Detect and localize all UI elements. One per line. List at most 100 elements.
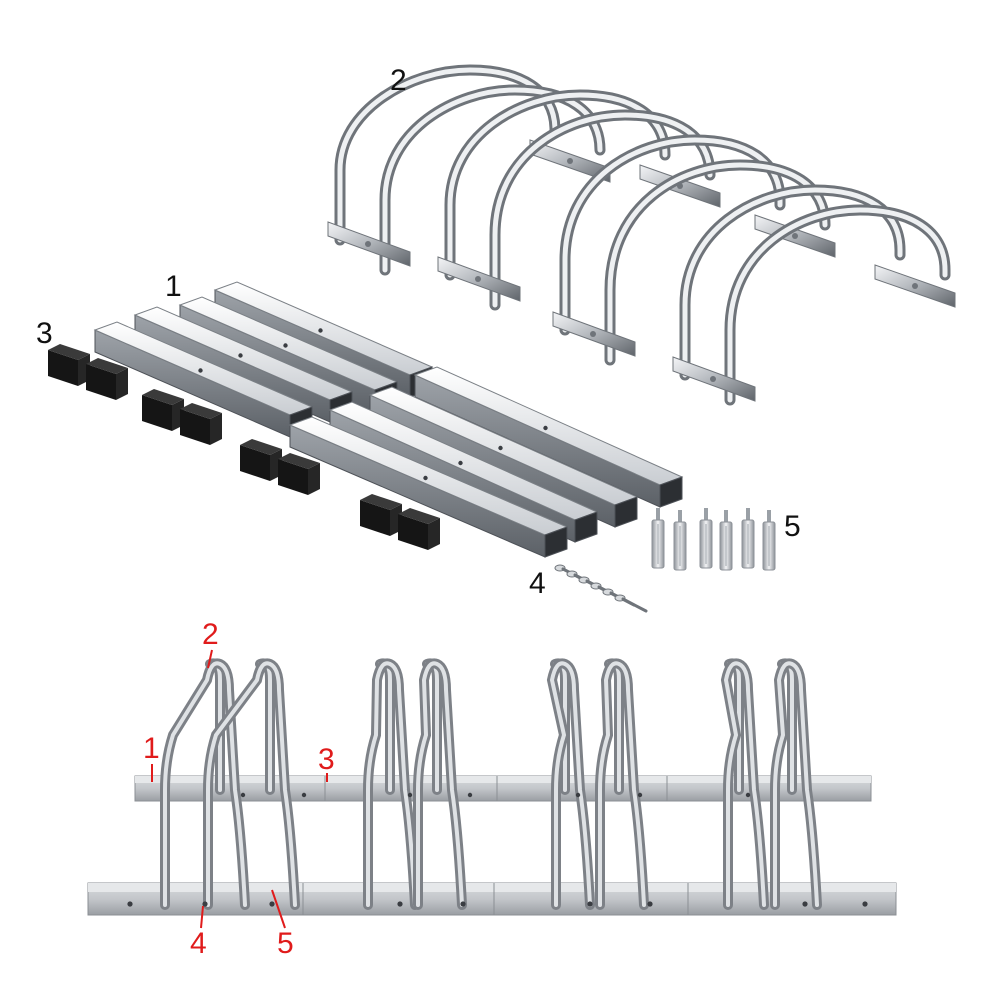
callout-connectors: 3	[36, 317, 53, 350]
connector-block	[398, 514, 428, 550]
connector-top	[142, 389, 184, 405]
connector-side	[210, 413, 222, 445]
rail-hole	[198, 368, 203, 373]
plate-hole	[590, 331, 596, 337]
connector-side	[308, 463, 320, 495]
rail-connector	[360, 494, 440, 550]
connector-top	[48, 344, 90, 360]
rail-end	[614, 496, 638, 528]
hoop-front-tube-highlight	[549, 661, 592, 907]
hoop-front-tube-highlight	[163, 661, 247, 907]
callout-rail-red: 1	[143, 732, 160, 765]
connector-top	[398, 508, 440, 524]
connector-top	[360, 494, 402, 510]
connector-block	[180, 409, 210, 445]
screw	[614, 594, 648, 613]
anchor-thread	[724, 510, 728, 522]
back-rail-hole	[575, 792, 581, 798]
connector-top	[278, 453, 320, 469]
front-rail-hole	[802, 901, 808, 907]
back-hoop-tubes	[205, 658, 797, 795]
rail-bolt-holes	[127, 792, 868, 907]
leader-anchor	[271, 889, 286, 929]
screws-group	[554, 564, 648, 613]
rail-end	[659, 476, 683, 508]
plate-hole	[912, 283, 918, 289]
front-hoop-tubes	[160, 658, 822, 910]
back-rail-hole	[467, 792, 473, 798]
rail-connectors-group	[48, 344, 440, 550]
front-rail-hole	[587, 901, 593, 907]
leader-hoop	[207, 649, 213, 669]
hoop-front-tube-highlight	[416, 661, 464, 907]
callout-anchors: 5	[784, 510, 801, 543]
back-rail-hole	[407, 792, 413, 798]
hoop-front-tube-highlight	[773, 661, 819, 907]
leader-screw	[200, 905, 204, 929]
connector-block	[48, 350, 78, 386]
anchor-bolt	[699, 508, 713, 569]
rail-hole	[498, 445, 503, 451]
rail-connector	[48, 344, 128, 400]
plate-hole	[365, 241, 371, 247]
plate-hole	[792, 233, 798, 239]
front-rail-hole	[647, 901, 653, 907]
connector-top	[240, 439, 282, 455]
hoop-bracket	[437, 89, 721, 311]
anchor-bolt	[651, 508, 665, 569]
hoop-tube-highlight	[727, 207, 948, 403]
anchor-bolt	[762, 510, 776, 571]
square-rails-group	[93, 281, 684, 558]
hoop-brackets-group	[327, 64, 956, 406]
rail-end	[574, 511, 598, 543]
callout-rails: 1	[165, 270, 182, 303]
anchor-bolt	[673, 510, 687, 571]
back-rail-hole	[301, 792, 307, 798]
anchor-thread	[678, 510, 682, 522]
rail-connector	[240, 439, 320, 495]
plate-hole	[567, 158, 573, 164]
screw-shaft	[621, 597, 648, 613]
rail-hole	[238, 353, 243, 358]
callout-hoop-red: 2	[202, 618, 219, 651]
rail-hole	[283, 343, 288, 348]
front-rail-hole	[202, 901, 208, 907]
anchor-bolts-group	[651, 508, 776, 571]
callout-anchor-red: 5	[277, 927, 294, 960]
square-rail	[288, 416, 569, 558]
anchor-thread	[767, 510, 771, 522]
assembled-rack	[87, 658, 897, 916]
front-rail-hole	[127, 901, 133, 907]
callout-screws: 4	[529, 567, 546, 600]
connector-block	[360, 500, 390, 536]
anchor-thread	[746, 508, 750, 520]
hoop-front-tube-highlight	[723, 661, 766, 907]
anchor-bolt	[719, 510, 733, 571]
hoop-front-tube-highlight	[366, 661, 417, 907]
callout-hoops: 2	[390, 64, 407, 97]
rail-end	[544, 526, 568, 558]
back-rail-hole	[240, 792, 246, 798]
rail-hole	[458, 460, 463, 466]
hoop-front-tube-highlight	[206, 661, 297, 907]
square-rail	[413, 366, 684, 508]
connector-block	[240, 445, 270, 481]
connector-block	[278, 459, 308, 495]
connector-top	[86, 358, 128, 374]
connector-side	[428, 518, 440, 550]
connector-block	[142, 395, 172, 431]
front-rail-hole	[862, 901, 868, 907]
anchor-thread	[656, 508, 660, 520]
back-rail-hole	[745, 792, 751, 798]
connector-block	[86, 364, 116, 400]
front-rail-hole	[269, 901, 275, 907]
hoop-tube-highlight	[682, 187, 903, 378]
anchor-thread	[704, 508, 708, 520]
rail-hole	[423, 475, 428, 481]
back-rail-hole	[637, 792, 643, 798]
rail-connector	[142, 389, 222, 445]
back-rail	[134, 775, 872, 802]
callout-connector-red: 3	[318, 743, 335, 776]
hoop-tube	[724, 204, 951, 406]
